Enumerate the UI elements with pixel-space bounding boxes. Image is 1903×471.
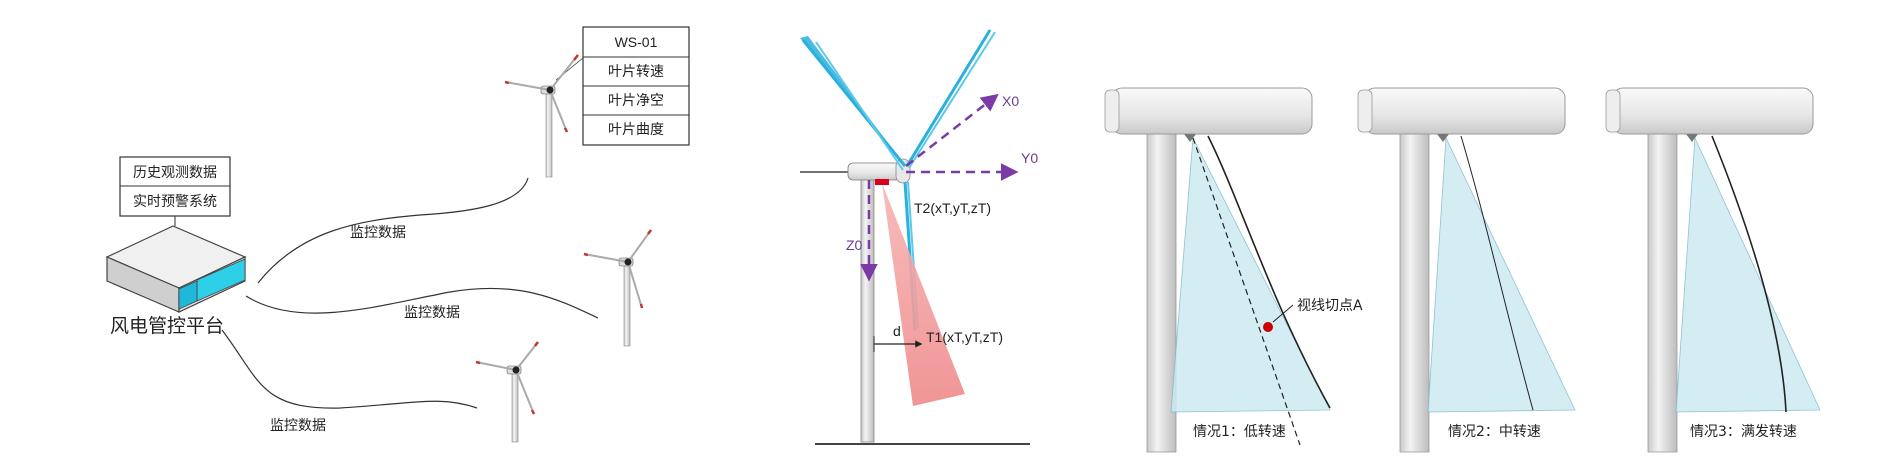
case-medium-speed: 情况2：中转速 xyxy=(1357,87,1576,453)
platform-label: 风电管控平台 xyxy=(110,315,224,337)
sight-cone-1 xyxy=(1170,136,1331,413)
point-label-t1: T1(xT,yT,zT) xyxy=(926,329,1003,345)
link-label-3: 监控数据 xyxy=(270,418,326,434)
wind-turbine-icon-1 xyxy=(504,54,579,178)
axis-label-x0: X0 xyxy=(1002,93,1019,109)
blade-curve-3 xyxy=(1711,135,1787,413)
case-low-speed: 视线切点A 情况1：低转速 xyxy=(1104,87,1363,453)
case-label-1: 情况1：低转速 xyxy=(1193,424,1286,440)
panel-clearance-cases: 视线切点A 情况1：低转速 情况2：中转速 情况3：满发转速 xyxy=(1104,87,1821,453)
platform-info-box: 历史观测数据 实时预警系统 xyxy=(119,156,231,217)
nacelle xyxy=(847,162,901,181)
lidar-sensor xyxy=(875,179,889,185)
platform-server-icon xyxy=(105,225,247,313)
panel-monitoring-network: 风电管控平台 历史观测数据 实时预警系统 WS-01 叶片转速 叶片净空 叶片曲… xyxy=(105,26,690,443)
sensor-item-speed: 叶片转速 xyxy=(608,64,664,80)
info-item-warning: 实时预警系统 xyxy=(133,194,217,210)
wind-turbine-icon-2 xyxy=(583,229,652,347)
tangent-label: 视线切点A xyxy=(1297,298,1363,314)
panel-coordinate-system: X0 Y0 Z0 T2(xT,yT,zT) T1(xT,yT,zT) d xyxy=(800,29,1038,445)
case-full-speed: 情况3：满发转速 xyxy=(1605,87,1821,453)
info-item-history: 历史观测数据 xyxy=(133,165,217,181)
link-line-3 xyxy=(221,329,478,409)
tower xyxy=(860,171,875,443)
axis-x0 xyxy=(905,93,999,167)
point-label-t2: T2(xT,yT,zT) xyxy=(914,200,991,216)
case-label-2: 情况2：中转速 xyxy=(1448,424,1541,440)
link-label-2: 监控数据 xyxy=(404,305,460,321)
case-label-3: 情况3：满发转速 xyxy=(1690,424,1797,440)
laser-beam xyxy=(882,183,965,406)
blade-curve-1 xyxy=(1207,135,1331,409)
distance-label: d xyxy=(893,323,901,339)
link-line-1 xyxy=(257,177,529,284)
link-label-1: 监控数据 xyxy=(350,225,406,241)
sensor-item-curvature: 叶片曲度 xyxy=(608,122,664,138)
sensor-data-box: WS-01 叶片转速 叶片净空 叶片曲度 xyxy=(582,26,690,146)
sight-cone-2 xyxy=(1427,136,1576,413)
link-line-2 xyxy=(245,287,599,319)
blade-curve-2 xyxy=(1460,135,1534,411)
sensor-item-clearance: 叶片净空 xyxy=(608,93,664,109)
axis-label-y0: Y0 xyxy=(1021,150,1038,166)
sight-cone-3 xyxy=(1675,137,1821,413)
tangent-point-a xyxy=(1263,322,1273,332)
axis-label-z0: Z0 xyxy=(846,237,863,253)
sensor-id: WS-01 xyxy=(615,34,658,50)
sight-line-1 xyxy=(1192,137,1301,446)
wind-turbine-icon-3 xyxy=(475,341,539,443)
